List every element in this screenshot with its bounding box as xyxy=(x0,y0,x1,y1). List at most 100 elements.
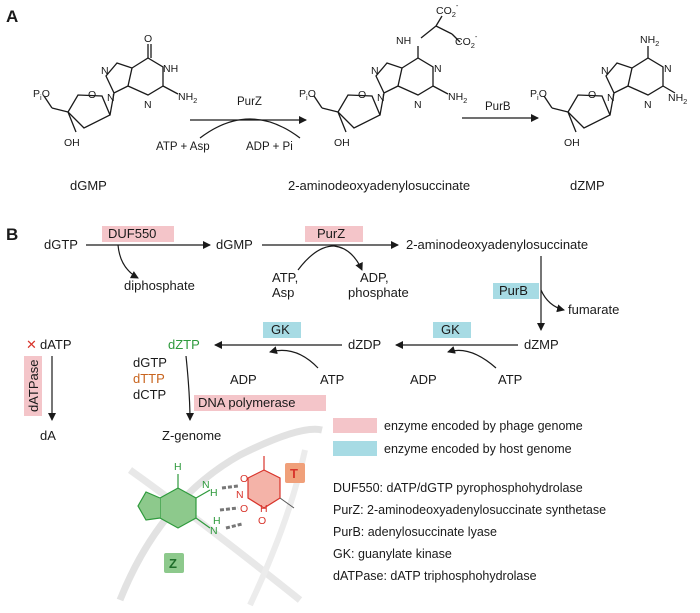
n-atom: N xyxy=(107,92,115,104)
nh2-label: NH2 xyxy=(178,91,197,105)
enzyme-gk-2: GK xyxy=(441,322,460,337)
z-badge xyxy=(164,553,184,573)
o-atom: O xyxy=(258,515,266,527)
cofactor-atp: ATP, xyxy=(272,270,298,285)
dzmp-structure: O PiO OH NH2 N N N N NH2 xyxy=(530,34,687,149)
t-badge-label: T xyxy=(290,466,298,481)
enzyme-badge-gk1 xyxy=(263,322,301,338)
o-atom: O xyxy=(88,89,96,101)
pio-label: PiO xyxy=(530,88,547,102)
enzyme-badge-datpase xyxy=(24,356,42,416)
nh2-label: NH2 xyxy=(448,91,467,105)
legend: enzyme encoded by phage genome enzyme en… xyxy=(333,418,583,456)
h-atom: H xyxy=(174,461,182,473)
t-badge xyxy=(285,463,305,483)
n-atom: N xyxy=(371,65,379,77)
n-atom: N xyxy=(210,525,218,537)
panel-label-a: A xyxy=(6,7,18,26)
mol-label-aminodeoxy: 2-aminodeoxyadenylosuccinate xyxy=(288,178,470,193)
nh-label: NH xyxy=(163,63,178,75)
dgmp-structure: O PiO OH O N N NH N NH2 xyxy=(33,33,197,149)
node-dzdp: dZDP xyxy=(348,337,381,352)
h-atom: H xyxy=(213,515,221,527)
cofactor-adp-1: ADP xyxy=(230,372,257,387)
legend-swatch-phage xyxy=(333,418,377,433)
mol-label-dgmp: dGMP xyxy=(70,178,107,193)
enzyme-purb-b: PurB xyxy=(499,283,528,298)
co2-label: CO2- xyxy=(436,1,459,19)
n-atom: N xyxy=(202,479,210,491)
node-datp: dATP xyxy=(40,337,72,352)
cofactor-in: ATP + Asp xyxy=(156,141,210,153)
nh2-label: NH2 xyxy=(640,34,659,48)
node-aminodeoxy: 2-aminodeoxyadenylosuccinate xyxy=(406,237,588,252)
node-dgtp: dGTP xyxy=(44,237,78,252)
enzyme-gk-1: GK xyxy=(271,322,290,337)
z-badge-label: Z xyxy=(169,556,177,571)
cofactor-adp: ADP, xyxy=(360,270,389,285)
n-atom: N xyxy=(434,63,442,75)
n-atom: N xyxy=(377,92,385,104)
node-dgtp-2: dGTP xyxy=(133,355,167,370)
enzyme-badge-purb xyxy=(493,283,539,299)
o-atom: O xyxy=(240,503,248,515)
enzyme-purb-a: PurB xyxy=(485,101,511,113)
aminodeoxyadenylosuccinate-structure: O PiO OH NH CO2- CO2- N N N N NH2 xyxy=(299,1,478,149)
n-atom: N xyxy=(236,489,244,501)
node-diphosphate: diphosphate xyxy=(124,278,195,293)
cofactor-atp-1: ATP xyxy=(320,372,344,387)
x-mark-icon: ✕ xyxy=(26,337,37,352)
reaction-arrow-purb: PurB xyxy=(462,101,539,122)
o-atom: O xyxy=(588,89,596,101)
n-atom: N xyxy=(144,99,152,111)
cofactor-atp-2: ATP xyxy=(498,372,522,387)
n-atom: N xyxy=(601,65,609,77)
n-atom: N xyxy=(101,65,109,77)
cofactor-asp: Asp xyxy=(272,285,294,300)
h-atom: H xyxy=(210,487,218,499)
panel-label-b: B xyxy=(6,225,18,244)
node-dctp: dCTP xyxy=(133,387,166,402)
node-zgenome: Z-genome xyxy=(162,428,221,443)
h-atom: H xyxy=(260,503,268,515)
legend-swatch-host xyxy=(333,441,377,456)
reaction-arrow-purz: PurZ ATP + Asp ADP + Pi xyxy=(156,96,307,153)
enzyme-datpase: dATPase xyxy=(26,359,41,412)
nh2-label: NH2 xyxy=(668,92,687,106)
enzyme-badge-purz xyxy=(305,226,363,242)
cofactor-adp-2: ADP xyxy=(410,372,437,387)
n-atom: N xyxy=(607,92,615,104)
node-dttp: dTTP xyxy=(133,371,165,386)
enzyme-purz-a: PurZ xyxy=(237,96,262,108)
enzyme-duf550: DUF550 xyxy=(108,226,156,241)
z-t-base-pair-illustration: H N H N H O O N O H T Z xyxy=(116,425,323,607)
o-atom-carbonyl: O xyxy=(144,33,152,45)
nh-label: NH xyxy=(396,35,411,47)
enzyme-badge-dnapol xyxy=(194,395,326,411)
definition-purb: PurB: adenylosuccinate lyase xyxy=(333,525,497,539)
definition-gk: GK: guanylate kinase xyxy=(333,547,452,561)
node-fumarate: fumarate xyxy=(568,302,619,317)
oh-label: OH xyxy=(564,137,580,149)
enzyme-purz-b: PurZ xyxy=(317,226,345,241)
definition-duf550: DUF550: dATP/dGTP pyrophosphohydrolase xyxy=(333,481,583,495)
node-dgmp: dGMP xyxy=(216,237,253,252)
legend-host: enzyme encoded by host genome xyxy=(384,442,572,456)
n-atom: N xyxy=(414,99,422,111)
o-atom: O xyxy=(358,89,366,101)
oh-label: OH xyxy=(334,137,350,149)
node-da: dA xyxy=(40,428,56,443)
n-atom: N xyxy=(644,99,652,111)
oh-label: OH xyxy=(64,137,80,149)
enzyme-badge-gk2 xyxy=(433,322,471,338)
definition-purz: PurZ: 2-aminodeoxyadenylosuccinate synth… xyxy=(333,503,606,517)
n-atom: N xyxy=(664,63,672,75)
definition-datpase: dATPase: dATP triphosphohydrolase xyxy=(333,569,537,583)
cofactor-out: ADP + Pi xyxy=(246,141,293,153)
pio-label: PiO xyxy=(33,88,50,102)
mol-label-dzmp: dZMP xyxy=(570,178,605,193)
cofactor-phosphate: phosphate xyxy=(348,285,409,300)
o-atom: O xyxy=(240,473,248,485)
node-dzmp: dZMP xyxy=(524,337,559,352)
